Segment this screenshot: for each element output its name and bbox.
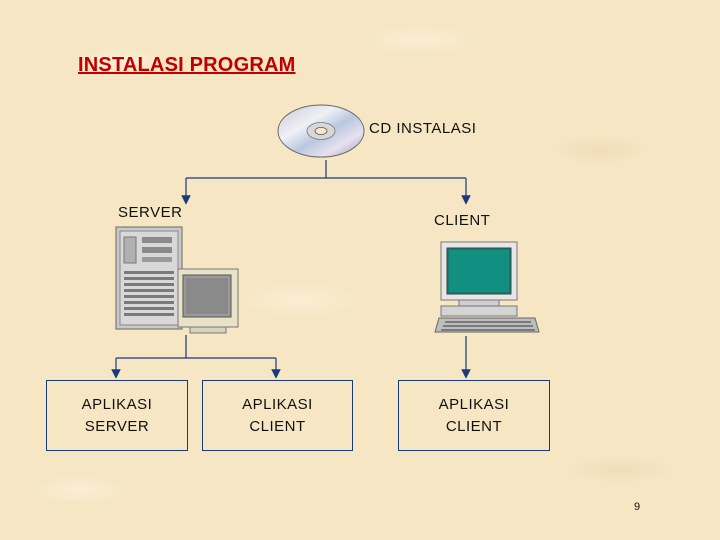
cd-disc-icon: [276, 103, 366, 164]
app-client-box-1: APLIKASI CLIENT: [202, 380, 353, 451]
client-label: CLIENT: [434, 212, 491, 229]
page-title: INSTALASI PROGRAM: [78, 54, 296, 76]
cd-label: CD INSTALASI: [369, 120, 477, 137]
app-client-box-2: APLIKASI CLIENT: [398, 380, 550, 451]
server-computer-icon: [112, 225, 242, 340]
client-computer-icon: [433, 240, 541, 339]
app-server-box: APLIKASI SERVER: [46, 380, 188, 451]
server-label: SERVER: [118, 204, 183, 221]
page-number: 9: [634, 501, 641, 513]
